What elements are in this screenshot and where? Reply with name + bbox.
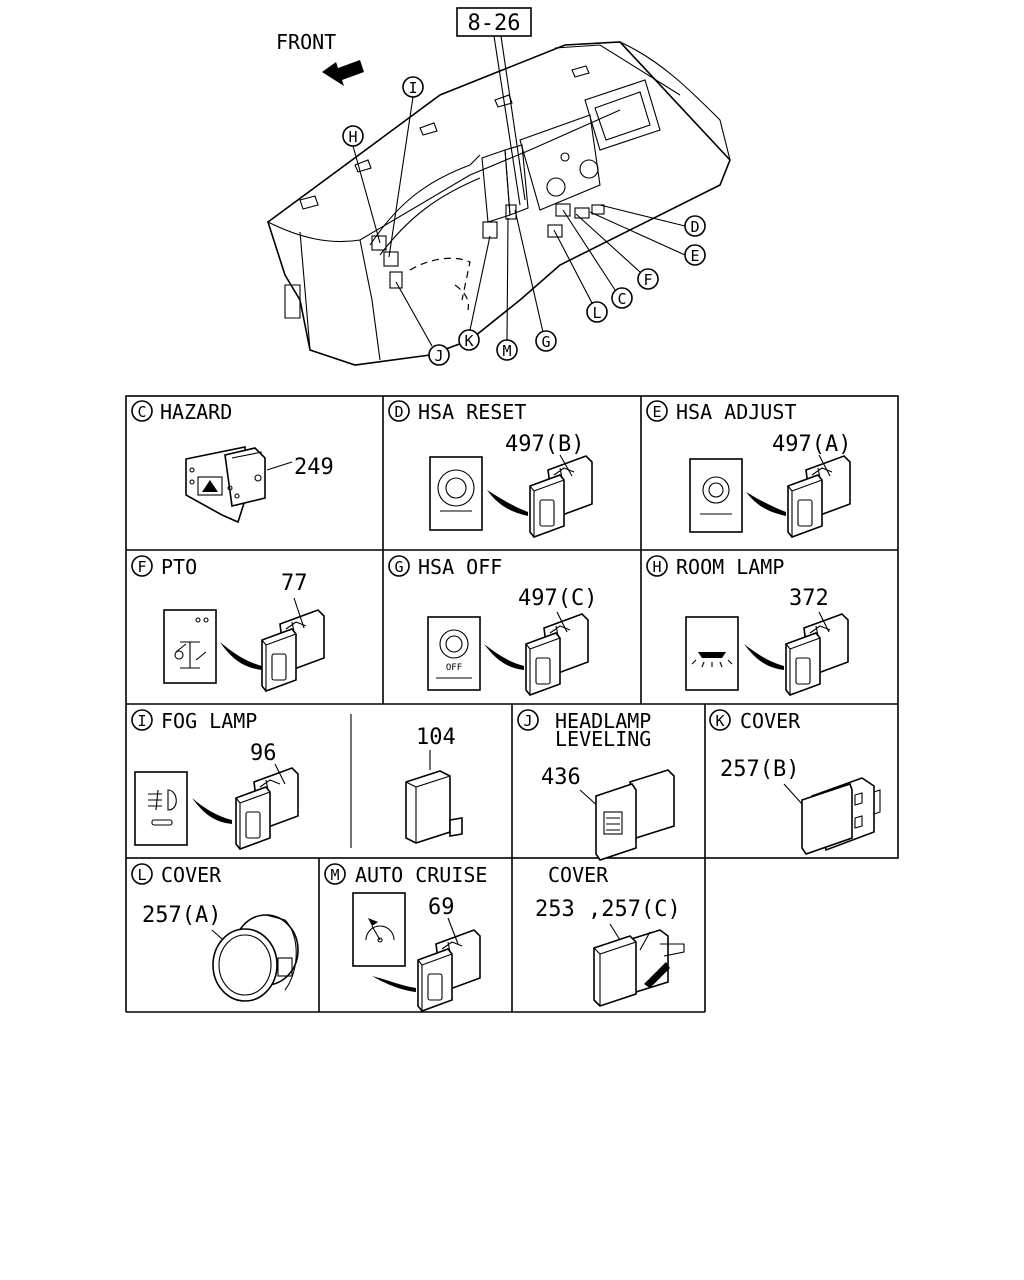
panel-letter: K [715,712,724,730]
panel-title: AUTO CRUISE [355,863,487,887]
callout-e: E [690,247,699,265]
panel-title: HSA RESET [418,400,526,424]
panel-title: FOG LAMP [161,709,257,733]
panel-letter: I [137,712,146,730]
switch-face [685,616,739,691]
switch-face [429,456,483,531]
part-number: 497(C) [518,586,597,611]
panel-letter: D [394,403,403,421]
lamp-icon [698,652,726,658]
panel-cover-l: L COVER 257(A) [131,863,299,1002]
part-number: 257(A) [142,903,221,928]
panel-letter: J [523,712,532,730]
panel-title: HSA OFF [418,555,502,579]
switch-face [134,771,188,846]
switch-body-icon [525,613,589,696]
callout-c: C [617,290,626,308]
panel-title: COVER [740,709,801,733]
part-number: 69 [428,895,455,920]
part-number: 249 [294,455,334,480]
switch-body-icon [261,609,325,692]
panel-room-lamp: H ROOM LAMP 372 [646,555,849,696]
leveling-switch-icon [595,769,675,861]
panel-hsa-adjust: E HSA ADJUST 497(A) [646,400,851,538]
panel-hsa-off: G HSA OFF OFF 497(C) [388,555,597,696]
panel-title-2: LEVELING [555,727,651,751]
panel-letter: E [652,403,661,421]
panel-title: HSA ADJUST [676,400,796,424]
icon-text: OFF [446,663,462,673]
blank-plug-icon [405,770,463,844]
panel-title: HAZARD [160,400,232,424]
panel-letter: L [137,866,146,884]
callout-g: G [541,333,550,351]
cover-plate-icon [801,777,881,855]
part-number: 436 [541,765,581,790]
panel-fog-lamp: I FOG LAMP 96 104 [131,709,463,850]
panel-hazard: C HAZARD 249 [131,400,334,524]
panel-title: ROOM LAMP [676,555,784,579]
switch-face [689,458,743,533]
round-cover-icon [212,914,299,1002]
panel-headlamp-leveling: J HEADLAMP LEVELING 436 [517,709,675,861]
switch-body-icon [235,767,299,850]
panel-letter: H [652,558,661,576]
panel-letter: G [394,558,403,576]
dashboard-overview: 8-26 FRONT [267,7,731,366]
panel-pto: F PTO 77 [131,555,325,692]
panel-title: COVER [161,863,222,887]
switch-body-icon [529,455,593,538]
part-number: 497(A) [772,432,851,457]
panel-cover-k: K COVER 257(B) [709,709,881,855]
callout-f: F [643,271,652,289]
panel-letter: F [137,558,146,576]
part-number-2: 104 [416,725,456,750]
reference-label: 8-26 [468,11,521,36]
switch-face [352,892,406,967]
panel-hsa-reset: D HSA RESET 497(B) [388,400,593,538]
panel-auto-cruise: M AUTO CRUISE 69 [324,863,487,1012]
panel-title: COVER [548,863,609,887]
front-label: FRONT [276,30,336,54]
panel-letter: M [330,866,339,884]
part-number: 372 [789,586,829,611]
cover-clip-icon [593,929,685,1007]
callout-k: K [464,332,473,350]
hazard-switch-icon [185,446,266,524]
panel-letter: C [137,403,146,421]
callout-j: J [434,347,443,365]
front-arrow-icon [322,60,364,86]
part-number: 96 [250,741,277,766]
callout-l: L [592,304,601,322]
callout-m: M [502,342,511,360]
switch-face [163,609,217,684]
part-number: 257(B) [720,757,799,782]
panel-title: HEADLAMP [555,709,651,733]
panel-cover-unlettered: COVER 253 ,257(C) [535,863,685,1007]
switch-body-icon [417,929,481,1012]
callout-h: H [348,128,357,146]
callout-i: I [408,79,417,97]
part-number: 497(B) [505,432,584,457]
callout-d: D [690,218,699,236]
part-number: 253 ,257(C) [535,897,681,922]
switch-face [427,616,481,691]
panel-title: PTO [161,555,197,579]
parts-grid [125,395,899,1013]
part-number: 77 [281,571,308,596]
switch-body-icon [785,613,849,696]
switch-body-icon [787,455,851,538]
